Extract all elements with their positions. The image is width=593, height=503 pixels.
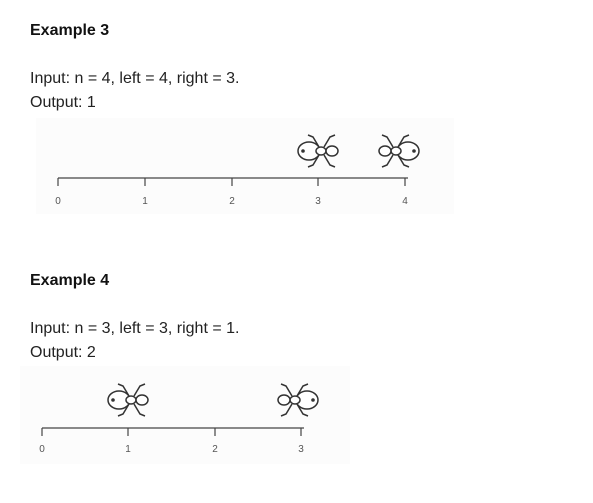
- tick-label: 1: [125, 444, 131, 455]
- tick-label: 3: [315, 196, 321, 207]
- tick-label: 3: [298, 444, 304, 455]
- example-4-figure: 0 1 2 3: [20, 366, 350, 464]
- tick-label: 4: [402, 196, 408, 207]
- tick-label: 0: [55, 196, 61, 207]
- example-3-input: Input: n = 4, left = 4, right = 3.: [30, 70, 240, 87]
- example-4-heading: Example 4: [30, 272, 110, 289]
- example-3-heading: Example 3: [30, 22, 110, 39]
- ant-icon: [277, 383, 319, 417]
- example-3-output: Output: 1: [30, 94, 96, 111]
- tick-label: 2: [212, 444, 218, 455]
- example-4-input: Input: n = 3, left = 3, right = 1.: [30, 320, 240, 337]
- example-3-number-line: 0 1 2 3 4: [55, 134, 420, 207]
- ant-icon: [378, 134, 420, 168]
- tick-label: 2: [229, 196, 235, 207]
- ant-icon: [107, 383, 149, 417]
- tick-label: 1: [142, 196, 148, 207]
- tick-label: 0: [39, 444, 45, 455]
- ant-icon: [297, 134, 339, 168]
- example-4-output: Output: 2: [30, 344, 96, 361]
- example-4-number-line: 0 1 2 3: [39, 383, 319, 455]
- example-3-figure: 0 1 2 3 4: [36, 118, 454, 214]
